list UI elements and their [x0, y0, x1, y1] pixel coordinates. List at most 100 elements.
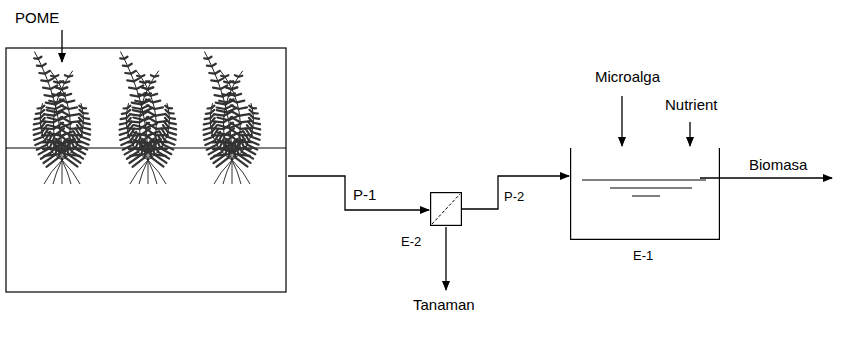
fern-root	[130, 160, 148, 184]
inlet-arrow	[61, 30, 62, 62]
fern-leaflet	[123, 145, 133, 150]
fern-leaflet	[49, 101, 56, 103]
fern-leaflet	[54, 111, 62, 116]
pipe-line	[288, 176, 429, 210]
fern-leaflet	[224, 123, 233, 129]
fern-leaflet	[215, 114, 224, 115]
culture-tank: E-1	[570, 148, 720, 240]
fern-leaflet	[133, 108, 141, 110]
fern-leaflet	[156, 114, 165, 116]
fern-leaflet	[125, 72, 131, 75]
fern-leaflet	[224, 128, 234, 135]
fern-stem	[54, 71, 73, 160]
fern-leaflet	[35, 141, 45, 145]
fern-root	[62, 160, 63, 184]
pipe-connector	[462, 176, 569, 209]
fern-leaflet	[54, 82, 59, 83]
fern-leaflet	[204, 128, 211, 130]
fern-leaflet	[120, 57, 124, 60]
fern-leaflet	[129, 88, 137, 89]
fern-leaflet	[204, 57, 208, 60]
pipe-tag: P-2	[503, 189, 525, 204]
fern-leaflet	[217, 110, 227, 112]
fern-leaflet	[132, 103, 141, 105]
fern-leaflet	[209, 72, 215, 75]
water-line	[632, 196, 660, 197]
fern-leaflet	[211, 80, 218, 81]
fern-leaflet	[143, 88, 149, 90]
fern-leaflet	[235, 75, 239, 77]
fern-leaflet	[165, 106, 168, 109]
fern-leaflet	[222, 94, 228, 96]
fern-leaflet	[81, 137, 90, 140]
fern-stem	[204, 52, 232, 161]
fern-leaflet	[161, 148, 172, 154]
fern-leaflet	[45, 95, 53, 97]
fern-leaflet	[52, 94, 58, 96]
fern-leaflet	[215, 95, 223, 97]
fern-leaflet	[79, 141, 89, 145]
fern-leaflet	[70, 114, 79, 116]
fern-leaflet	[47, 108, 55, 110]
fern-stem	[34, 52, 62, 161]
fern-leaflet	[34, 57, 38, 60]
fern-leaflet	[127, 80, 134, 81]
equipment-tag: E-1	[632, 248, 654, 263]
fern-leaflet	[247, 145, 257, 150]
water-line	[610, 188, 692, 189]
fern-leaflet	[120, 123, 127, 124]
fern-leaflet	[62, 88, 67, 90]
filter-shape	[430, 192, 462, 226]
fern-leaflet	[65, 75, 69, 77]
fern-root	[214, 160, 232, 184]
tank-shape	[570, 148, 720, 240]
fern-leaflet	[204, 123, 211, 124]
fern-leaflet	[227, 99, 234, 102]
fern-leaflet	[37, 65, 42, 68]
fern-leaflet	[225, 105, 233, 109]
fern-leaflet	[140, 123, 149, 129]
equipment-tag: E-2	[400, 234, 422, 249]
fern-leaflet	[142, 88, 148, 90]
flow-label: P-1	[352, 186, 377, 204]
fern-leaflet	[165, 141, 175, 145]
fern-leaflet	[75, 148, 86, 154]
fern-leaflet	[207, 145, 217, 150]
fern-leaflet	[167, 137, 176, 140]
fern-leaflet	[79, 106, 82, 109]
fern-leaflet	[41, 80, 48, 81]
fern-leaflet	[165, 114, 169, 118]
fern-leaflet	[34, 132, 42, 135]
fern-leaflet	[47, 110, 57, 112]
fern-leaflet	[34, 123, 41, 124]
flow-label: Tanaman	[412, 296, 476, 314]
fern-leaflet	[36, 112, 41, 115]
fern-leaflet	[140, 111, 148, 116]
fern-leaflet	[45, 114, 54, 115]
fern-leaflet	[77, 145, 87, 150]
fern-leaflet	[123, 65, 128, 68]
fern-leaflet	[39, 72, 45, 75]
fern-leaflet	[227, 88, 233, 90]
fern-leaflet	[143, 99, 150, 102]
fern-root	[232, 160, 250, 184]
fern-leaflet	[138, 94, 144, 96]
fern-leaflet	[169, 128, 176, 130]
fern-plants	[34, 52, 261, 185]
flow-label: Biomasa	[748, 156, 808, 174]
fern-root	[139, 160, 148, 184]
fern-root	[232, 160, 241, 184]
fern-root	[148, 160, 149, 184]
fern-leaflet	[163, 145, 173, 150]
fern-root	[223, 160, 232, 184]
fern-leaflet	[38, 107, 42, 110]
fern-root	[53, 160, 62, 184]
fern-leaflet	[35, 117, 41, 120]
outlet-arrow	[445, 227, 446, 290]
fern-leaflet	[165, 110, 169, 113]
fern-leaflet	[141, 105, 149, 109]
fern-leaflet	[224, 111, 232, 116]
fern-leaflet	[55, 105, 63, 109]
fern-leaflet	[120, 137, 129, 140]
fern-leaflet	[224, 117, 233, 122]
